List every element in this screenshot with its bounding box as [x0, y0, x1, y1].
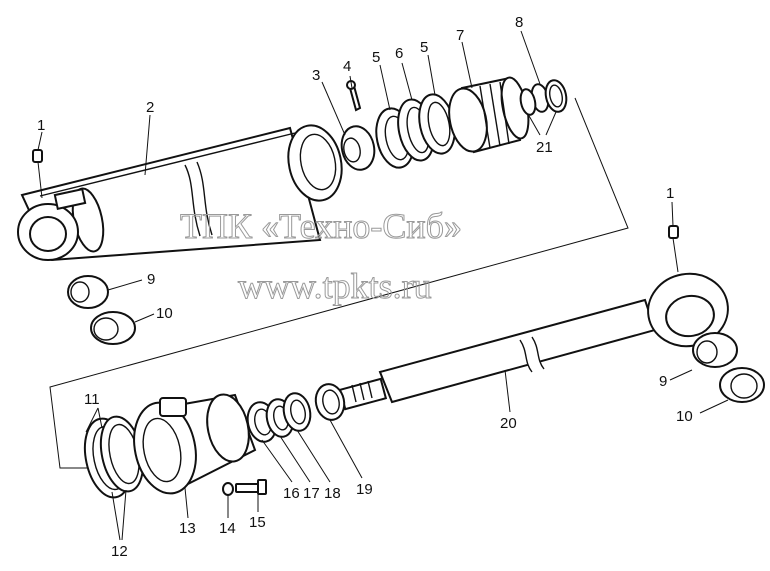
- callout-14: 14: [219, 520, 236, 537]
- watermark-line2: www.tpkts.ru: [238, 266, 432, 306]
- gland: [133, 393, 257, 495]
- ring-18: [282, 392, 312, 432]
- callout-1-left: 1: [37, 117, 45, 134]
- callout-21: 21: [536, 139, 553, 156]
- callout-3: 3: [312, 67, 320, 84]
- backup-rings-21: [519, 79, 568, 116]
- callout-20: 20: [500, 415, 517, 432]
- callout-1-right: 1: [666, 185, 674, 202]
- leader-lines: [85, 30, 729, 541]
- watermark-line1: ТПК «Техно-Сиб»: [180, 206, 462, 246]
- ring-19: [314, 383, 346, 421]
- callout-17: 17: [303, 485, 320, 502]
- grease-nipple-right: [668, 201, 679, 273]
- washer-14: [222, 482, 234, 496]
- rod-eye-mount: [647, 272, 729, 348]
- callout-13: 13: [179, 520, 196, 537]
- callout-10-left: 10: [156, 305, 173, 322]
- callout-5a: 5: [372, 49, 380, 66]
- piston-rod: [338, 298, 657, 411]
- nut: [340, 125, 376, 171]
- ring-5b: [418, 93, 456, 155]
- callout-2: 2: [146, 99, 154, 116]
- split-pin: [346, 80, 362, 112]
- callout-7: 7: [456, 27, 464, 44]
- piston: [448, 76, 530, 154]
- callout-8: 8: [515, 14, 523, 31]
- callout-15: 15: [249, 514, 266, 531]
- callout-6: 6: [395, 45, 403, 62]
- callout-16: 16: [283, 485, 300, 502]
- dust-seal-left: [90, 311, 136, 345]
- callout-18: 18: [324, 485, 341, 502]
- assembly-line: [49, 97, 629, 469]
- callout-5b: 5: [420, 39, 428, 56]
- callout-11: 11: [84, 391, 100, 408]
- callout-12: 12: [111, 543, 128, 560]
- rear-eye-mount: [17, 188, 87, 261]
- dust-seal-right: [719, 367, 765, 403]
- grease-nipple-left: [32, 131, 43, 199]
- callout-4: 4: [343, 58, 351, 75]
- bushing-right: [692, 332, 738, 368]
- callout-9-left: 9: [147, 271, 155, 288]
- callout-10-right: 10: [676, 408, 693, 425]
- callout-9-right: 9: [659, 373, 667, 390]
- bolt-15: [235, 479, 267, 495]
- cylinder-barrel: [20, 124, 343, 262]
- callout-19: 19: [356, 481, 373, 498]
- bushing-left: [67, 275, 109, 309]
